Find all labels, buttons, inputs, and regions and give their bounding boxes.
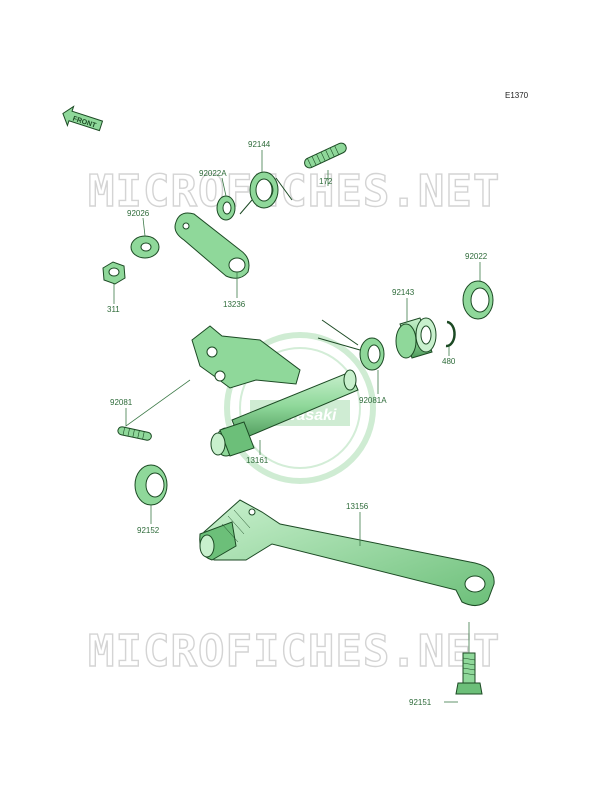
leader-lines (113, 150, 481, 703)
part-480-shape (445, 320, 456, 348)
label-92081[interactable]: 92081 (110, 398, 133, 407)
label-13156[interactable]: 13156 (346, 502, 369, 511)
watermark-top: MICROFICHES.NET (88, 166, 500, 217)
part-92152-shape (134, 464, 168, 506)
part-92143-shape (395, 317, 437, 359)
watermark-bottom: MICROFICHES.NET (88, 626, 500, 677)
part-172-shape (304, 142, 347, 169)
part-92022A-shape (216, 195, 236, 221)
label-92144[interactable]: 92144 (248, 140, 271, 149)
label-13161[interactable]: 13161 (246, 456, 269, 465)
part-311-shape (102, 261, 126, 285)
label-311[interactable]: 311 (107, 305, 120, 314)
label-92026[interactable]: 92026 (127, 209, 150, 218)
label-92022A[interactable]: 92022A (199, 169, 227, 178)
label-13236[interactable]: 13236 (223, 300, 246, 309)
part-92022-shape (462, 280, 494, 320)
part-92081A-shape (317, 319, 385, 371)
label-92143[interactable]: 92143 (392, 288, 415, 297)
label-480[interactable]: 480 (442, 357, 456, 366)
label-92151[interactable]: 92151 (409, 698, 432, 707)
diagram-ref: E1370 (505, 91, 529, 100)
label-92081A[interactable]: 92081A (359, 396, 387, 405)
part-13236-shape (174, 212, 250, 279)
label-92022[interactable]: 92022 (465, 252, 488, 261)
part-92026-shape (130, 235, 160, 259)
part-92081-shape (117, 426, 152, 441)
label-172[interactable]: 172 (319, 177, 333, 186)
part-92151-shape (455, 652, 483, 695)
part-13156-shape (199, 499, 495, 606)
part-92144-shape (239, 171, 293, 215)
front-arrow-icon: FRONT (62, 105, 104, 132)
part-13161-shape (191, 325, 359, 457)
label-92152[interactable]: 92152 (137, 526, 160, 535)
